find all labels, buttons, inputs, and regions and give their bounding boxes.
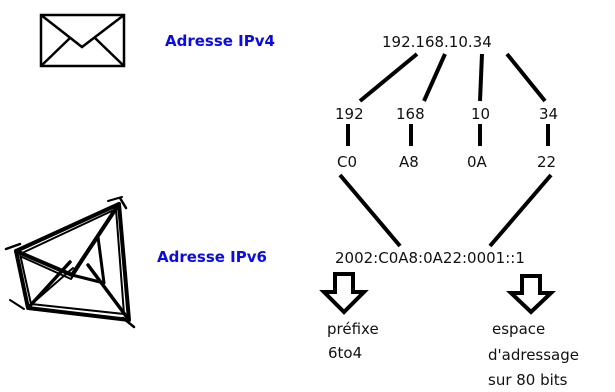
octet-decimal-3: 10 — [471, 105, 490, 123]
space-note-line1: espace — [492, 320, 545, 338]
connector-octet-3-up — [478, 53, 484, 102]
connector-prefix-start — [338, 173, 402, 248]
connector-octet-2-up — [422, 53, 447, 102]
ipv4-address: 192.168.10.34 — [382, 33, 492, 51]
space-note-line2: d'adressage — [488, 346, 579, 364]
ipv6-address: 2002:C0A8:0A22:0001::1 — [335, 249, 525, 267]
ipv6-label: Adresse IPv6 — [157, 248, 267, 266]
space-note-line3: sur 80 bits — [488, 371, 568, 389]
octet-decimal-1: 192 — [335, 105, 364, 123]
octet-hex-2: A8 — [399, 153, 419, 171]
arrow-down-icon — [505, 274, 557, 315]
connector-octet-1-up — [358, 52, 419, 103]
connector-prefix-end — [488, 173, 553, 248]
octet-hex-4: 22 — [537, 153, 556, 171]
envelope-closed-icon — [39, 13, 126, 68]
envelope-open-sketch-icon — [4, 196, 136, 329]
octet-hex-1: C0 — [337, 153, 357, 171]
octet-hex-3: 0A — [467, 153, 488, 171]
prefix-note-line1: préfixe — [327, 320, 379, 338]
arrow-down-icon — [319, 272, 369, 315]
prefix-note-line2: 6to4 — [328, 344, 362, 362]
octet-decimal-4: 34 — [539, 105, 558, 123]
connector-octet-4-up — [505, 52, 547, 103]
ipv4-label: Adresse IPv4 — [165, 32, 275, 50]
octet-decimal-2: 168 — [396, 105, 425, 123]
